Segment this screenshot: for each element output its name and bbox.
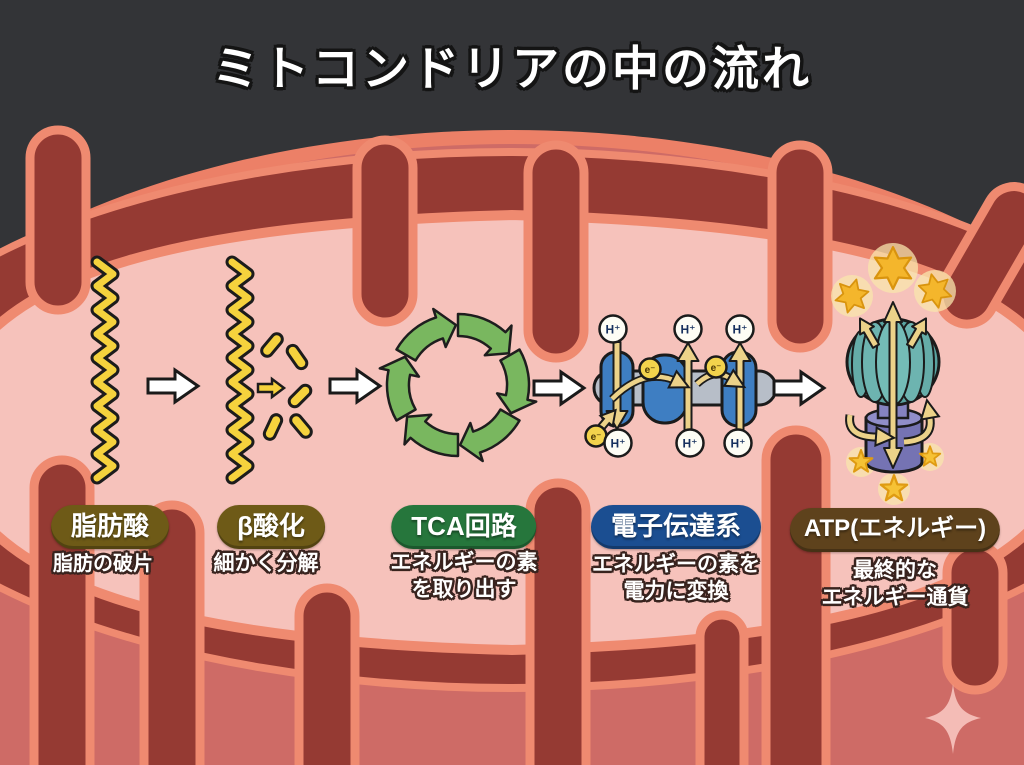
- electron-transport-chain-icon: e⁻ e⁻ e⁻ H⁺ H⁺ H⁺ H⁺ H⁺ H⁺: [584, 314, 778, 458]
- proton-label: H⁺: [733, 323, 748, 337]
- proton-label: H⁺: [606, 323, 621, 337]
- beta-oxidation-icon: [225, 255, 313, 485]
- stage-desc: エネルギーの素: [390, 551, 538, 574]
- fatty-acid-fragments: [260, 332, 313, 441]
- crista: [25, 125, 91, 315]
- electron-badges: e⁻ e⁻ e⁻: [584, 355, 728, 448]
- atp-synthase-icon: [831, 243, 956, 505]
- crista: [695, 610, 749, 765]
- stage-desc: 最終的な: [853, 559, 937, 582]
- energy-flow-arrows: [852, 301, 934, 469]
- sparkle-icon: [925, 684, 981, 754]
- stage-pill-atp: ATP(エネルギー): [789, 508, 1001, 552]
- crista: [523, 140, 589, 363]
- crista: [761, 425, 831, 765]
- stage-desc: エネルギーの素を: [592, 553, 760, 576]
- proton-badges: H⁺ H⁺ H⁺ H⁺ H⁺ H⁺: [598, 314, 755, 458]
- crista: [294, 583, 360, 765]
- crista: [352, 135, 418, 327]
- proton-label: H⁺: [611, 437, 626, 451]
- crista: [767, 140, 833, 353]
- crista: [942, 540, 1008, 695]
- fatty-acid-icon: [90, 255, 120, 485]
- stage-pill-electron-transport: 電子伝達系: [590, 505, 762, 549]
- rotation-arrows: [845, 397, 940, 448]
- proton-label: H⁺: [683, 437, 698, 451]
- electron-label: e⁻: [711, 363, 722, 374]
- stage-desc: エネルギー通貨: [821, 586, 969, 609]
- stage-pill-beta-oxidation: β酸化: [217, 505, 325, 549]
- proton-label: H⁺: [681, 323, 696, 337]
- stage-desc: を取り出す: [411, 578, 517, 601]
- electron-label: e⁻: [591, 432, 602, 443]
- proton-label: H⁺: [731, 437, 746, 451]
- stage-desc: 脂肪の破片: [53, 553, 153, 575]
- stage-desc: 細かく分解: [213, 552, 319, 575]
- crista: [934, 182, 1024, 329]
- stage-pill-fatty-acid: 脂肪酸: [50, 505, 170, 549]
- small-yellow-arrow-icon: [256, 376, 287, 400]
- cristae: [25, 125, 1024, 765]
- stage-desc: 電力に変換: [623, 580, 729, 603]
- electron-label: e⁻: [645, 365, 656, 376]
- stage-pill-tca-cycle: TCA回路: [391, 505, 537, 549]
- crista: [525, 478, 591, 765]
- page-title: ミトコンドリアの中の流れ: [212, 42, 812, 95]
- crista: [139, 500, 205, 765]
